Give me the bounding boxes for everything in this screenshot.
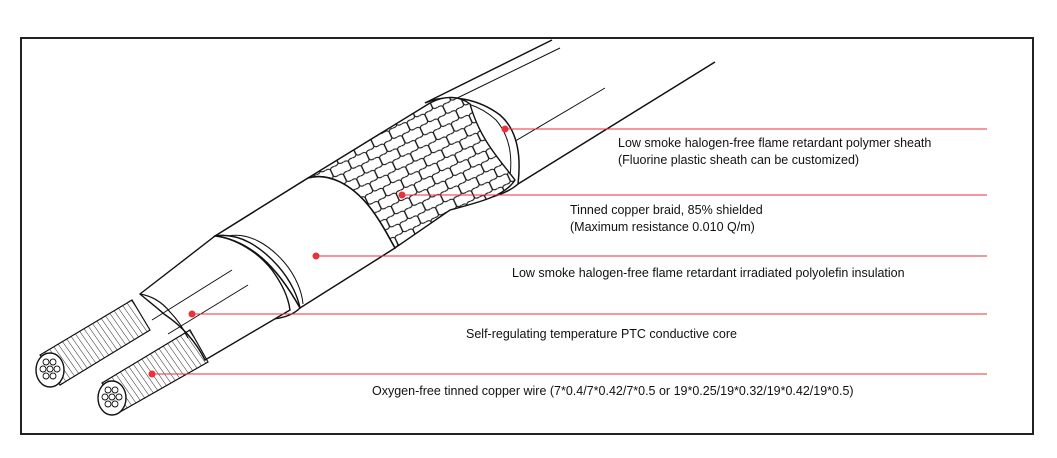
leader-dot-wire — [148, 370, 156, 378]
label-braid-line-2: (Maximum resistance 0.010 Q/m) — [570, 220, 755, 234]
label-wire-line-1: Oxygen-free tinned copper wire (7*0.4/7*… — [372, 384, 854, 398]
label-core: Self-regulating temperature PTC conducti… — [466, 326, 737, 343]
leader-dot-sheath — [501, 125, 509, 133]
label-sheath-line-1: Low smoke halogen-free flame retardant p… — [618, 136, 932, 150]
label-insulation: Low smoke halogen-free flame retardant i… — [512, 265, 905, 282]
copper-wires — [35, 299, 209, 416]
core-layer — [138, 235, 291, 361]
label-core-line-1: Self-regulating temperature PTC conducti… — [466, 327, 737, 341]
leader-lines — [148, 125, 987, 378]
leader-dot-insulation — [312, 252, 320, 260]
label-braid: Tinned copper braid, 85% shielded (Maxim… — [570, 202, 763, 236]
label-braid-line-1: Tinned copper braid, 85% shielded — [570, 203, 763, 217]
label-sheath: Low smoke halogen-free flame retardant p… — [618, 135, 931, 169]
label-insulation-line-1: Low smoke halogen-free flame retardant i… — [512, 266, 905, 280]
label-wire: Oxygen-free tinned copper wire (7*0.4/7*… — [372, 383, 854, 400]
leader-dot-core — [188, 310, 196, 318]
label-sheath-line-2: (Fluorine plastic sheath can be customiz… — [618, 153, 860, 167]
leader-dot-braid — [398, 191, 406, 199]
